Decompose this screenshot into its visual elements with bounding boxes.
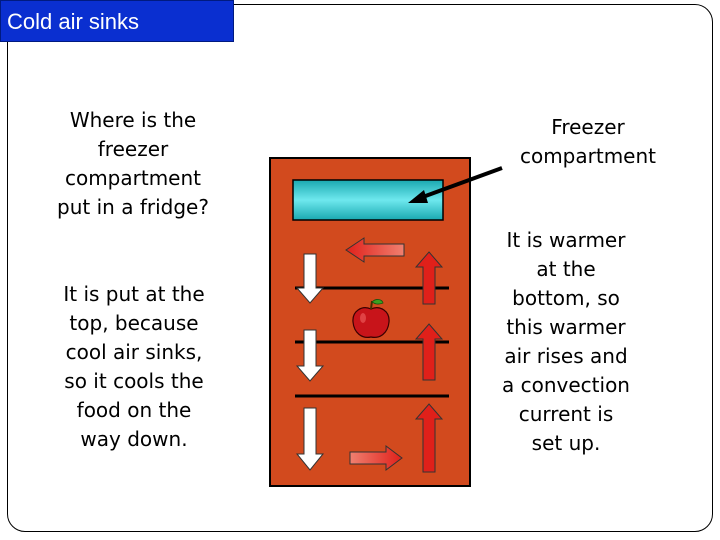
warm-arrow-left <box>345 237 405 263</box>
slide-frame <box>7 4 713 532</box>
freezer-label: Freezer compartment <box>500 113 676 171</box>
explanation-line: a convection <box>502 373 630 397</box>
cold-arrow-down <box>295 407 325 471</box>
explanation-line: at the <box>536 257 596 281</box>
warm-arrow-up <box>414 323 444 381</box>
explanation-line: set up. <box>531 431 601 455</box>
answer-line: so it cools the <box>64 369 204 393</box>
question-line: compartment <box>64 166 202 190</box>
cold-arrow-down <box>295 253 325 304</box>
question-line: Where is the <box>69 108 197 132</box>
freezer-label-line: compartment <box>519 144 657 168</box>
explanation-line: current is <box>518 402 614 426</box>
slide-title: Cold air sinks <box>7 9 140 34</box>
answer-line: way down. <box>80 427 188 451</box>
question-line: freezer <box>97 137 169 161</box>
explanation-text: It is warmer at the bottom, so this warm… <box>488 226 644 458</box>
freezer-pointer-head <box>408 190 428 203</box>
freezer-label-line: Freezer <box>551 115 625 139</box>
answer-line: cool air sinks, <box>65 340 203 364</box>
title-box: Cold air sinks <box>0 0 234 42</box>
answer-line: food on the <box>76 398 192 422</box>
freezer-pointer-line <box>419 166 503 200</box>
explanation-line: this warmer <box>506 315 626 339</box>
answer-line: It is put at the <box>63 282 205 306</box>
answer-line: top, because <box>69 311 199 335</box>
cold-arrow-down <box>295 329 325 382</box>
question-line: put in a fridge? <box>57 195 209 219</box>
explanation-line: It is warmer <box>506 228 626 252</box>
explanation-line: bottom, so <box>512 286 620 310</box>
answer-text: It is put at the top, because cool air s… <box>36 280 232 454</box>
apple-icon <box>352 299 390 338</box>
question-text: Where is the freezer compartment put in … <box>38 106 228 222</box>
warm-arrow-up <box>414 403 444 473</box>
warm-arrow-right <box>349 445 403 471</box>
warm-arrow-up <box>414 251 444 305</box>
explanation-line: air rises and <box>504 344 628 368</box>
